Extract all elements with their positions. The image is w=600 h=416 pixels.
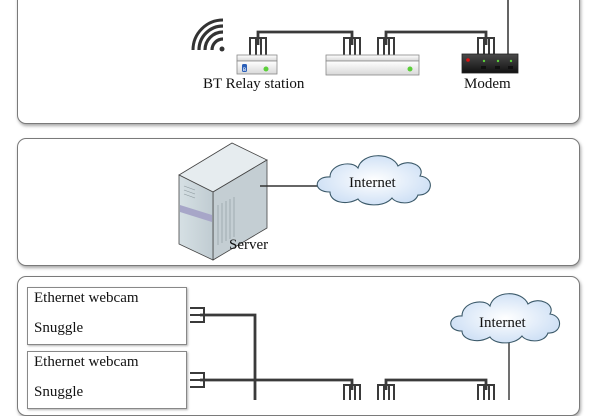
webcam-subtitle: Snuggle bbox=[34, 320, 84, 336]
internet-label: Internet bbox=[349, 175, 396, 191]
webcam-card: Ethernet webcam Snuggle bbox=[27, 287, 187, 345]
wifi-signal-icon bbox=[191, 18, 224, 51]
server-label: Server bbox=[229, 237, 269, 253]
bluetooth-icon bbox=[242, 64, 247, 72]
webcam-subtitle: Snuggle bbox=[34, 384, 84, 400]
internet-cloud-icon bbox=[450, 293, 561, 344]
webcam-card: Ethernet webcam Snuggle bbox=[27, 351, 187, 409]
relay-station-label: BT Relay station bbox=[203, 76, 305, 92]
network-switch-icon bbox=[325, 54, 420, 76]
svg-text:ʙ: ʙ bbox=[243, 66, 247, 73]
server-panel bbox=[17, 138, 580, 266]
webcam-title: Ethernet webcam bbox=[34, 354, 139, 370]
webcam-title: Ethernet webcam bbox=[34, 290, 139, 306]
power-led bbox=[466, 58, 470, 62]
relay-station-icon: ʙ bbox=[236, 54, 278, 75]
modem-label: Modem bbox=[464, 76, 511, 92]
status-led bbox=[263, 66, 269, 72]
modem-icon bbox=[461, 53, 519, 74]
server-icon bbox=[178, 142, 268, 261]
ethernet-plug-icon bbox=[249, 37, 495, 55]
internet-cloud-icon bbox=[316, 155, 431, 206]
status-led bbox=[407, 66, 413, 72]
ethernet-plug-icon bbox=[190, 307, 495, 400]
network-diagram: ʙ bbox=[178, 0, 561, 400]
ethernet-cable bbox=[256, 30, 488, 45]
internet-label: Internet bbox=[479, 315, 526, 331]
wifi-dot bbox=[219, 46, 225, 52]
